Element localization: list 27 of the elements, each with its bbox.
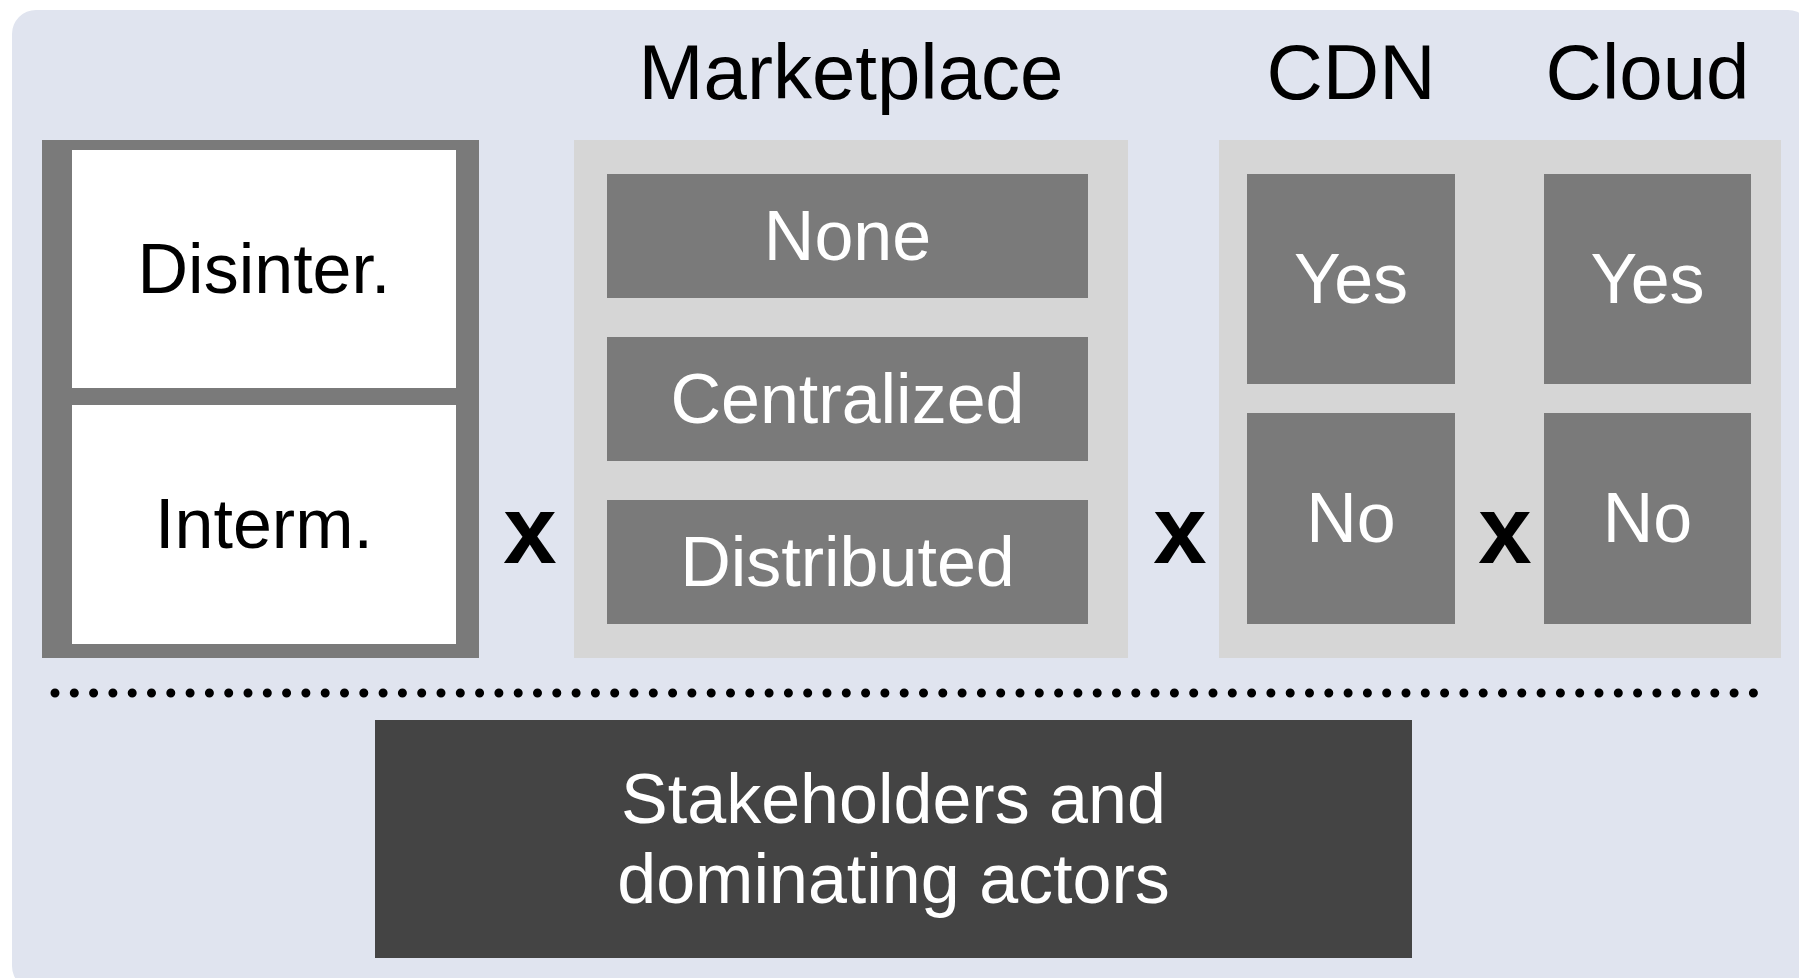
panel-heading: CDN: [1266, 28, 1436, 118]
option-label: Centralized: [670, 358, 1025, 440]
multiply-sign: x: [1478, 474, 1532, 585]
option-label: Interm.: [155, 484, 373, 565]
option-box: [607, 500, 1088, 624]
option-label: Disinter.: [137, 228, 391, 310]
option-label: Stakeholders and dominating actors: [616, 758, 1171, 920]
option-label: No: [1306, 478, 1396, 559]
option-label: Distributed: [680, 521, 1015, 603]
option-box: [607, 337, 1088, 461]
result-box: [375, 720, 1412, 958]
option-label: Yes: [1590, 238, 1705, 320]
option-box: [1247, 413, 1455, 624]
group-frame: [42, 140, 479, 658]
option-label: No: [1602, 478, 1693, 559]
multiply-sign: x: [503, 474, 557, 585]
option-box: [72, 405, 456, 644]
panel-heading: Cloud: [1545, 28, 1750, 118]
option-box: [72, 150, 456, 388]
option-box: [1247, 174, 1455, 384]
option-box: [1544, 413, 1751, 624]
option-label: Yes: [1293, 238, 1409, 320]
panel-heading: Marketplace: [638, 28, 1064, 118]
option-label: None: [763, 195, 932, 277]
option-box: [607, 174, 1088, 298]
multiply-sign: x: [1153, 474, 1207, 585]
option-box: [1544, 174, 1751, 384]
